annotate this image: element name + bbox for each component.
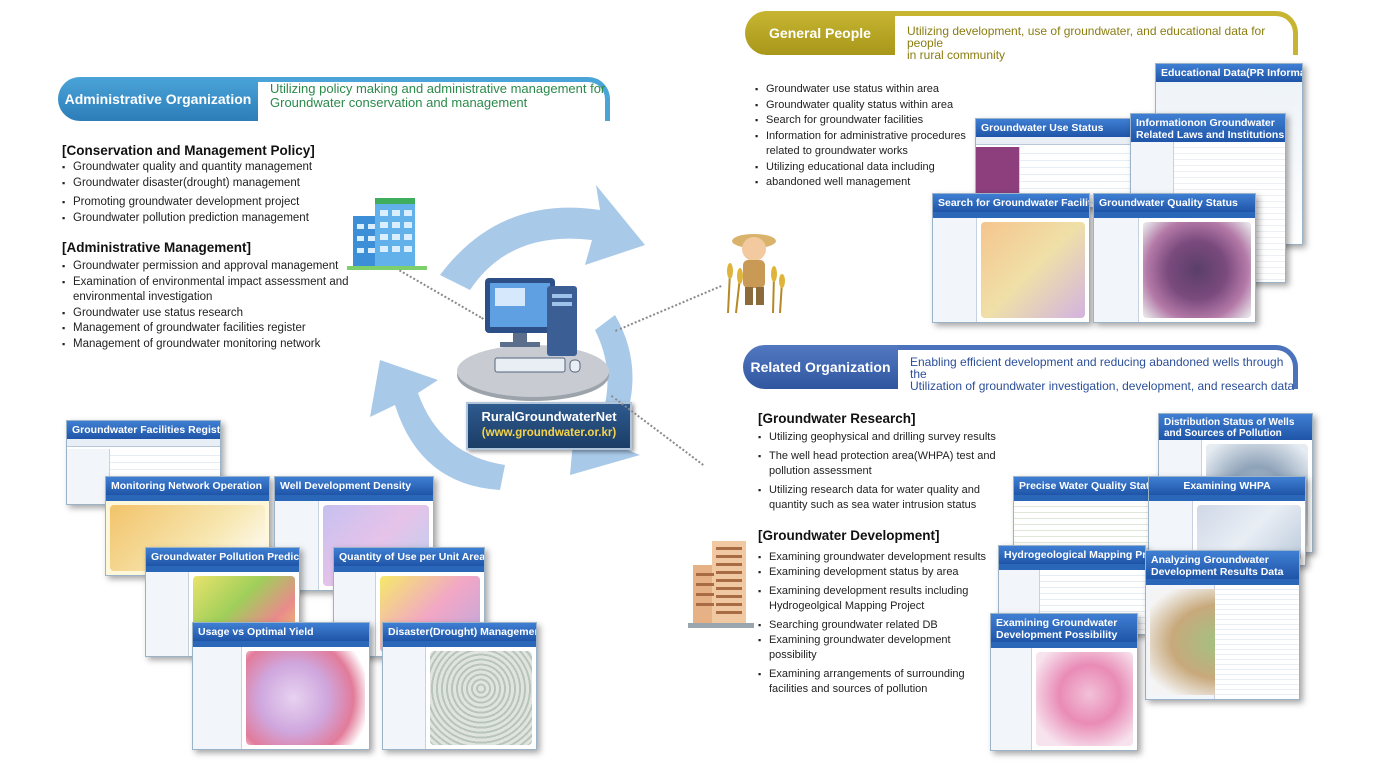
list-item: Groundwater disaster(drought) management: [62, 176, 312, 192]
screen-title: Precise Water Quality Status: [1014, 477, 1152, 495]
screen-title: Distribution Status of Wells and Sources…: [1159, 414, 1312, 440]
screen-development-results[interactable]: Analyzing Groundwater Development Result…: [1145, 550, 1300, 700]
general-header: General People Utilizing development, us…: [745, 11, 1298, 61]
list-item: possibility: [769, 649, 817, 661]
screen-title: Usage vs Optimal Yield: [193, 623, 369, 641]
list-item: Examining groundwater development result…: [758, 550, 986, 565]
related-header-label: Related Organization: [743, 345, 898, 389]
screen-title: Search for Groundwater Facilities: [933, 194, 1089, 212]
farmer-icon: [727, 234, 785, 314]
screen-facility-search[interactable]: Search for Groundwater Facilities: [932, 193, 1090, 323]
list-item: Groundwater permission and approval mana…: [62, 259, 349, 275]
admin-policy-title: [Conservation and Management Policy]: [62, 143, 315, 158]
admin-policy-list: Groundwater quality and quantity managem…: [62, 160, 312, 226]
list-item: Utilizing educational data including: [755, 160, 966, 176]
screen-title: Quantity of Use per Unit Area: [334, 548, 484, 566]
list-item: The well head protection area(WHPA) test…: [758, 449, 996, 464]
list-item: Groundwater quality and quantity managem…: [62, 160, 312, 176]
list-item: Groundwater quality status within area: [755, 98, 966, 114]
related-header: Related Organization Enabling efficient …: [743, 345, 1298, 393]
center-name: RuralGroundwaterNet: [481, 409, 617, 424]
screen-title: Groundwater Quality Status: [1094, 194, 1255, 212]
admin-header: Administrative Organization Utilizing po…: [58, 77, 610, 121]
list-item: Information for administrative procedure…: [755, 129, 966, 145]
list-item: quantity such as sea water intrusion sta…: [769, 499, 977, 511]
list-item: environmental investigation: [73, 291, 213, 303]
screen-title: Examining WHPA: [1149, 477, 1305, 495]
screen-quality-status[interactable]: Groundwater Quality Status: [1093, 193, 1256, 323]
related-dev-list: Examining groundwater development result…: [758, 550, 986, 697]
general-header-desc-2: in rural community: [907, 48, 1006, 62]
screen-usage-vs-yield[interactable]: Usage vs Optimal Yield: [192, 622, 370, 750]
list-item: Utilizing geophysical and drilling surve…: [758, 430, 996, 445]
screen-drought-management[interactable]: Disaster(Drought) Management: [382, 622, 537, 750]
center-label: RuralGroundwaterNet (www.groundwater.or.…: [466, 402, 632, 450]
screen-title: Well Development Density: [275, 477, 433, 495]
list-item: facilities and sources of pollution: [769, 683, 928, 695]
list-item: abandoned well management: [755, 175, 966, 191]
admin-header-desc-2: Groundwater conservation and management: [270, 95, 528, 110]
related-header-desc-1: Enabling efficient development and reduc…: [910, 355, 1284, 381]
list-item: Search for groundwater facilities: [755, 113, 966, 129]
list-item: Promoting groundwater development projec…: [62, 195, 312, 211]
list-item: Examining arrangements of surrounding: [758, 667, 986, 682]
related-research-title: [Groundwater Research]: [758, 411, 916, 426]
screen-title: Hydrogeological Mapping Project: [999, 546, 1145, 564]
list-item: Groundwater use status within area: [755, 82, 966, 98]
arrow-bottom: [370, 360, 505, 490]
list-item: Hydrogeolgical Mapping Project: [769, 600, 925, 612]
screen-title: Groundwater Pollution Prediction: [146, 548, 299, 566]
screen-title: Educational Data(PR Information): [1156, 64, 1302, 82]
admin-header-desc-1: Utilizing policy making and administrati…: [270, 81, 606, 96]
admin-mgmt-title: [Administrative Management]: [62, 240, 252, 255]
list-item: Searching groundwater related DB: [758, 618, 986, 633]
list-item: Management of groundwater facilities reg…: [62, 321, 349, 337]
screen-title: Examining Groundwater Development Possib…: [991, 614, 1137, 642]
screen-title: Groundwater Use Status: [976, 119, 1132, 137]
list-item: related to groundwater works: [766, 145, 908, 157]
general-list: Groundwater use status within area Groun…: [755, 82, 966, 191]
screen-title: Disaster(Drought) Management: [383, 623, 536, 641]
admin-mgmt-list: Groundwater permission and approval mana…: [62, 259, 349, 352]
related-dev-title: [Groundwater Development]: [758, 528, 940, 543]
list-item: Groundwater pollution prediction managem…: [62, 211, 312, 227]
list-item: Management of groundwater monitoring net…: [62, 337, 349, 353]
screen-development-possibility[interactable]: Examining Groundwater Development Possib…: [990, 613, 1138, 751]
list-item: Examining development status by area: [758, 565, 986, 580]
list-item: Utilizing research data for water qualit…: [758, 483, 996, 498]
admin-header-label: Administrative Organization: [58, 77, 258, 121]
list-item: pollution assessment: [769, 465, 872, 477]
related-header-desc-2: Utilization of groundwater investigation…: [910, 379, 1295, 393]
computer-icon: [457, 278, 609, 401]
related-research-list: Utilizing geophysical and drilling surve…: [758, 430, 996, 513]
general-header-label: General People: [745, 11, 895, 55]
screen-title: Monitoring Network Operation: [106, 477, 269, 495]
list-item: Groundwater use status research: [62, 306, 349, 322]
screen-use-status[interactable]: Groundwater Use Status: [975, 118, 1133, 208]
screen-title: Groundwater Facilities Register: [67, 421, 220, 439]
general-header-desc-1: Utilizing development, use of groundwate…: [907, 24, 1266, 50]
arrow-top: [440, 185, 645, 290]
center-url[interactable]: (www.groundwater.or.kr): [481, 427, 617, 439]
list-item: Examining development results including: [758, 584, 986, 599]
list-item: Examining groundwater development: [758, 633, 986, 648]
building-icon: [347, 198, 427, 270]
office-building-icon: [688, 541, 754, 628]
screen-title: Analyzing Groundwater Development Result…: [1146, 551, 1299, 579]
screen-title: Informationon Groundwater Related Laws a…: [1131, 114, 1285, 142]
list-item: Examination of environmental impact asse…: [62, 275, 349, 291]
